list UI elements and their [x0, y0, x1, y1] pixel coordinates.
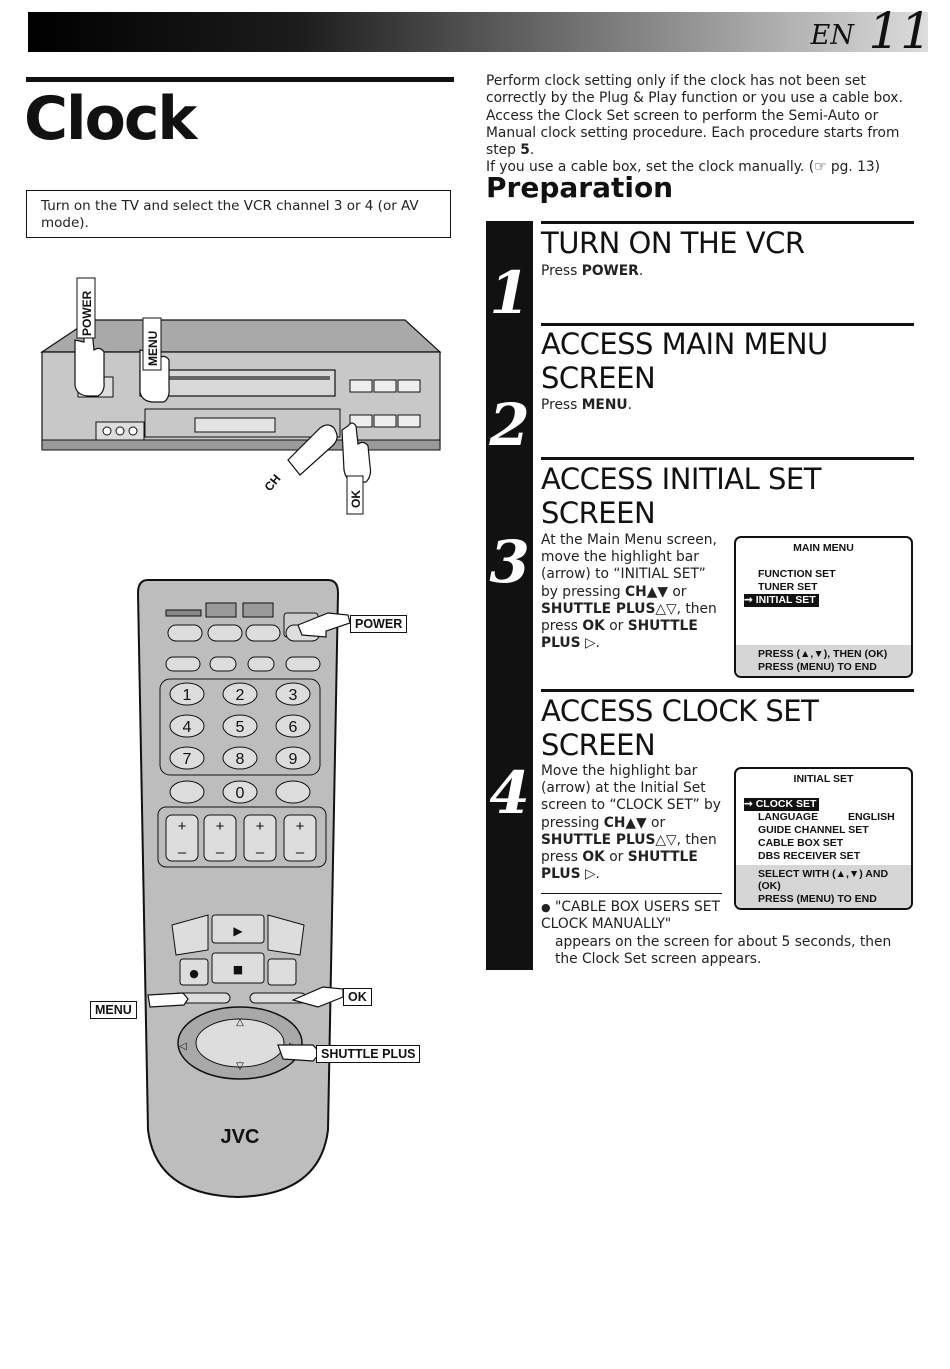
vcr-menu-label: MENU	[146, 331, 160, 366]
remote-shuttle-plus-label: SHUTTLE PLUS	[316, 1045, 421, 1063]
initial-set-item-selected: ➞ CLOCK SET	[744, 798, 911, 811]
main-menu-title: MAIN MENU	[793, 542, 854, 554]
intro-para-2: If you use a cable box, set the clock ma…	[486, 159, 881, 176]
svg-text:+: +	[216, 818, 225, 835]
step-2-body: Press MENU.	[541, 397, 632, 413]
remote-power-label: POWER	[350, 615, 408, 633]
initial-set-footer-line-1: SELECT WITH (▲,▼) AND (OK)	[758, 867, 889, 893]
key-2: 2	[236, 687, 245, 704]
intro-para-1: Perform clock setting only if the clock …	[486, 73, 926, 159]
selected-label: CLOCK SET	[755, 798, 817, 810]
svg-text:+: +	[256, 818, 265, 835]
key-1: 1	[183, 687, 192, 704]
step-ref: 5	[520, 142, 530, 159]
step-1-rule	[541, 221, 914, 224]
svg-text:+: +	[296, 818, 305, 835]
language-tag: EN	[810, 20, 854, 51]
step-number-column: 1 2 3 4	[486, 221, 533, 970]
step-4-heading: ACCESS CLOCK SET SCREEN	[541, 694, 819, 762]
svg-text:△: △	[236, 1017, 244, 1028]
initial-set-footer-line-2: PRESS (MENU) TO END	[758, 892, 877, 905]
step-2-heading: ACCESS MAIN MENU SCREEN	[541, 327, 828, 395]
tv-note-text: Turn on the TV and select the VCR channe…	[41, 198, 419, 231]
header-bar	[28, 12, 928, 52]
step-4-rule	[541, 689, 914, 692]
title-rule	[26, 77, 454, 82]
main-menu-screen: MAIN MENU FUNCTION SET TUNER SET ➞ INITI…	[734, 536, 913, 678]
remote-illustration: 123 456 789 0 ++++ –––– ▶ ■ ● △ ▽ ◁ ▷ JV…	[136, 579, 351, 1199]
intro-text: Perform clock setting only if the clock …	[486, 73, 926, 177]
intro-para-1-text: Perform clock setting only if the clock …	[486, 73, 903, 159]
remote-menu-label: MENU	[90, 1001, 137, 1019]
key-5: 5	[236, 719, 245, 736]
language-value: ENGLISH	[848, 811, 895, 823]
bullet-rule	[541, 893, 722, 894]
step-1-heading: TURN ON THE VCR	[541, 226, 805, 260]
page-title: Clock	[24, 84, 197, 154]
key-6: 6	[289, 719, 298, 736]
svg-text:–: –	[178, 844, 187, 861]
svg-text:–: –	[216, 844, 225, 861]
key-8: 8	[236, 751, 245, 768]
key-9: 9	[289, 751, 298, 768]
vcr-illustration: JVC POWER MENU CH OK	[40, 277, 442, 515]
initial-set-item: GUIDE CHANNEL SET	[758, 824, 869, 836]
step-number-3: 3	[489, 528, 530, 596]
svg-text:◁: ◁	[179, 1041, 187, 1052]
step-3-body: At the Main Menu screen, move the highli…	[541, 532, 717, 652]
vcr-power-label: POWER	[80, 290, 94, 336]
initial-set-title: INITIAL SET	[793, 773, 854, 785]
remote-ok-label: OK	[343, 988, 372, 1006]
bullet-note-quote: ● "CABLE BOX USERS SET CLOCK MANUALLY"	[541, 899, 720, 933]
step-3-rule	[541, 457, 914, 460]
vcr-ch-label: CH	[262, 472, 284, 494]
svg-text:●: ●	[189, 967, 199, 980]
power-key-ref: POWER	[581, 263, 639, 279]
main-menu-item: FUNCTION SET	[758, 568, 836, 580]
selected-label: INITIAL SET	[755, 594, 816, 606]
step-number-1: 1	[489, 259, 530, 327]
initial-set-item: CABLE BOX SET	[758, 837, 844, 849]
main-menu-item-selected: ➞ INITIAL SET	[744, 594, 911, 607]
key-0: 0	[236, 785, 245, 802]
page-number: 11	[868, 2, 932, 60]
vcr-ok-label: OK	[349, 490, 363, 508]
svg-text:▽: ▽	[236, 1061, 244, 1072]
step-3-heading: ACCESS INITIAL SET SCREEN	[541, 462, 821, 530]
bullet-note-rest: appears on the screen for about 5 second…	[555, 934, 892, 968]
step-number-4: 4	[489, 759, 530, 827]
svg-text:–: –	[296, 844, 305, 861]
initial-set-footer: SELECT WITH (▲,▼) AND (OK) PRESS (MENU) …	[736, 864, 911, 908]
step-2-rule	[541, 323, 914, 326]
svg-text:▶: ▶	[233, 924, 243, 938]
key-3: 3	[289, 687, 298, 704]
svg-text:+: +	[178, 818, 187, 835]
main-menu-item: TUNER SET	[758, 581, 818, 593]
menu-key-ref: MENU	[581, 397, 628, 413]
preparation-title: Preparation	[486, 171, 674, 204]
key-4: 4	[183, 719, 192, 736]
main-menu-footer: PRESS (▲,▼), THEN (OK) PRESS (MENU) TO E…	[736, 645, 911, 676]
main-menu-items: FUNCTION SET TUNER SET ➞ INITIAL SET	[736, 568, 911, 607]
main-menu-footer-line-2: PRESS (MENU) TO END	[758, 660, 877, 673]
initial-set-item: DBS RECEIVER SET	[758, 850, 861, 862]
step-4-body: Move the highlight bar (arrow) at the In…	[541, 763, 721, 883]
main-menu-footer-line-1: PRESS (▲,▼), THEN (OK)	[758, 648, 888, 660]
bullet-icon: ●	[541, 901, 551, 914]
step-1-body: Press POWER.	[541, 263, 644, 279]
key-7: 7	[183, 751, 192, 768]
tv-note-box: Turn on the TV and select the VCR channe…	[26, 190, 451, 238]
remote-brand: JVC	[221, 1126, 260, 1148]
svg-text:–: –	[256, 844, 265, 861]
svg-text:■: ■	[233, 963, 243, 976]
step-number-2: 2	[489, 391, 530, 459]
